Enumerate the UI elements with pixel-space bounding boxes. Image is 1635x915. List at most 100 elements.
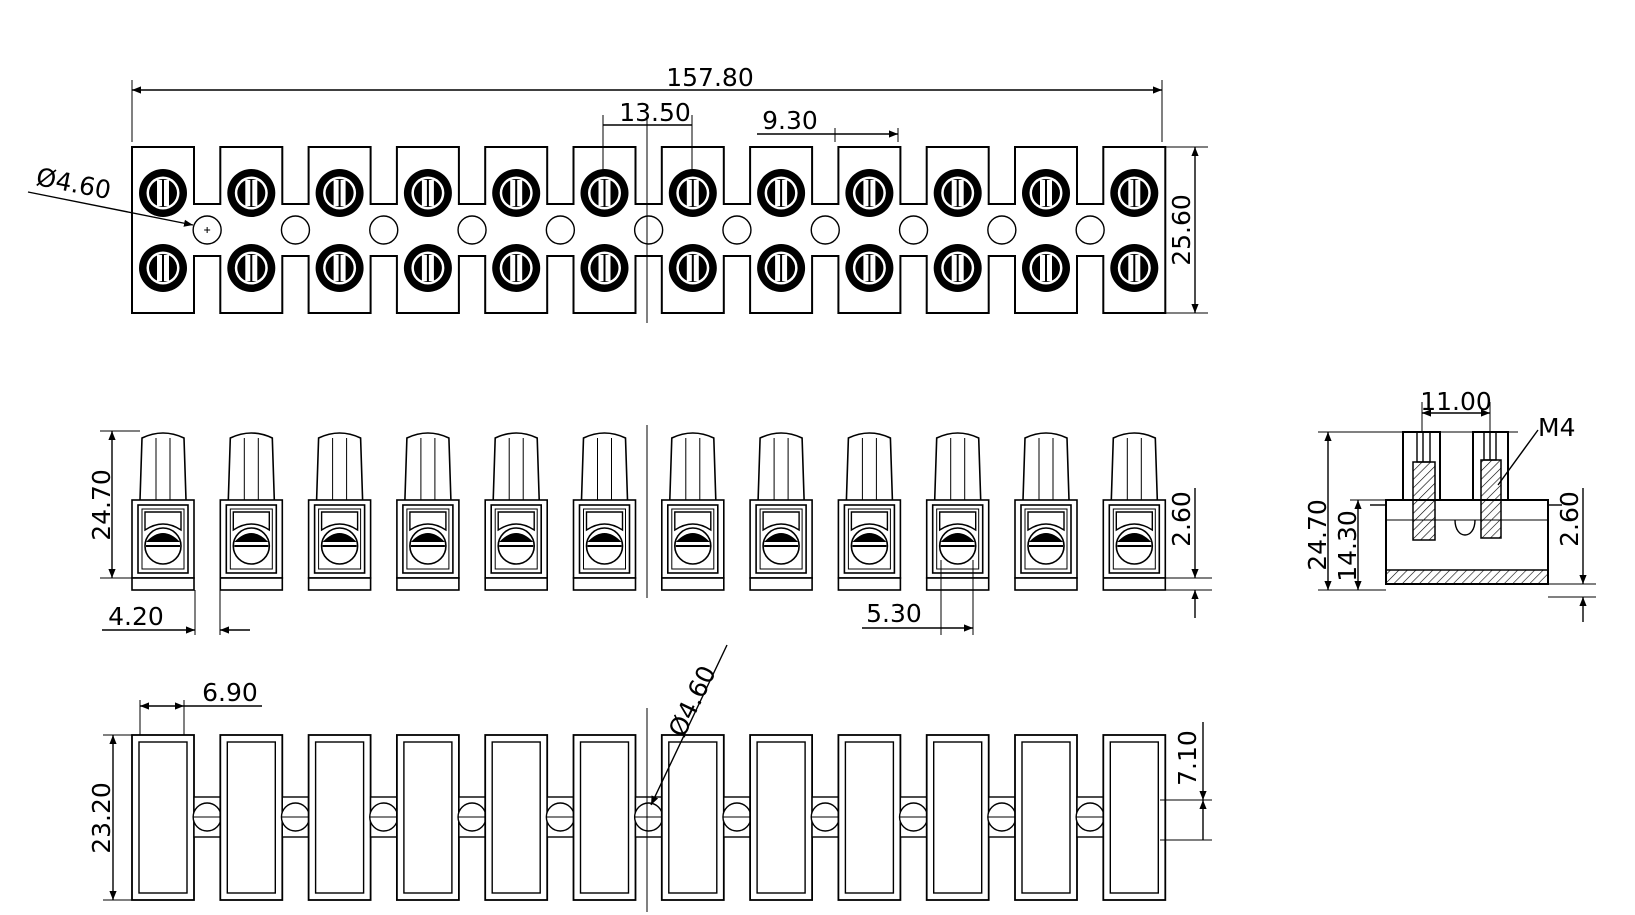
screw-spacing-dimension: 11.00 xyxy=(1420,387,1492,432)
pitch-label: 13.50 xyxy=(619,98,691,127)
wire-screw-upper xyxy=(227,169,276,217)
half-depth-dimension: 7.10 xyxy=(1160,722,1212,841)
mounting-hole xyxy=(810,215,840,245)
wire-screw-lower xyxy=(933,244,982,292)
front-terminal xyxy=(131,432,195,591)
side-body-dimension: 14.30 xyxy=(1333,499,1386,590)
mounting-hole xyxy=(280,215,311,245)
bottom-terminal xyxy=(1014,734,1078,901)
wire-screw-lower xyxy=(668,244,717,292)
bottom-terminal xyxy=(484,734,549,901)
top-view-screws xyxy=(139,169,1159,292)
front-base-label: 2.60 xyxy=(1167,491,1196,547)
front-terminal xyxy=(484,432,549,591)
bottom-terminal xyxy=(307,734,372,901)
housing-width-dimension: 6.90 xyxy=(139,678,262,735)
side-base-label: 2.60 xyxy=(1555,491,1584,547)
front-terminal xyxy=(749,432,813,591)
top-view-mounting-holes xyxy=(192,215,1105,245)
wire-screw-upper xyxy=(1110,169,1159,217)
wire-screw-lower xyxy=(403,244,452,292)
screw-thread-callout: M4 xyxy=(1497,413,1575,486)
bottom-terminal xyxy=(925,734,990,901)
wire-screw-lower xyxy=(1022,244,1070,292)
bottom-bridge-hole xyxy=(1075,796,1105,838)
wire-screw-lower xyxy=(757,244,806,292)
bottom-bridge-hole xyxy=(457,796,487,838)
slot-width-label: 9.30 xyxy=(762,106,818,135)
mounting-hole xyxy=(898,215,929,245)
wire-screw-lower xyxy=(1110,244,1159,292)
side-height-label: 24.70 xyxy=(1303,499,1332,571)
side-height-dimension: 24.70 xyxy=(1303,431,1403,591)
wire-screw-upper xyxy=(845,169,894,217)
insert-width-dimension: 5.30 xyxy=(862,560,974,635)
bottom-terminal xyxy=(131,734,195,901)
wire-screw-lower xyxy=(139,244,187,292)
front-terminal xyxy=(925,432,990,591)
side-base-dimension: 2.60 xyxy=(1548,488,1596,622)
bottom-bridge-hole xyxy=(898,796,929,838)
front-terminal xyxy=(1102,432,1167,591)
front-height-label: 24.70 xyxy=(87,469,116,541)
front-base-dimension: 2.60 xyxy=(1150,488,1212,618)
bottom-terminal xyxy=(1102,734,1167,901)
bottom-bridge-hole xyxy=(722,796,752,838)
housing-width-label: 6.90 xyxy=(202,678,258,707)
slot-width-dimension: 9.30 xyxy=(757,106,899,142)
front-terminal xyxy=(396,432,460,591)
wire-screw-upper xyxy=(933,169,982,217)
front-terminal xyxy=(219,432,284,591)
wire-screw-upper xyxy=(315,169,364,217)
bottom-terminal xyxy=(395,734,460,901)
wire-screw-lower xyxy=(315,244,364,292)
wire-screw-upper xyxy=(668,169,717,217)
front-terminal xyxy=(837,432,902,591)
front-height-dimension: 24.70 xyxy=(87,430,140,579)
bottom-bridge-hole xyxy=(369,796,399,838)
top-view: 157.80 13.50 9.30 Ø4.60 25.60 xyxy=(27,63,1208,323)
mounting-hole xyxy=(722,215,752,245)
end-offset-dimension: 4.20 xyxy=(102,590,250,635)
front-view-terminals xyxy=(131,432,1167,591)
side-view: 11.00 M4 24.70 14.30 2.60 xyxy=(1303,387,1596,622)
half-depth-label: 7.10 xyxy=(1173,730,1202,786)
side-screw-right xyxy=(1480,431,1502,539)
bottom-terminal xyxy=(572,734,637,901)
bottom-view: 6.90 23.20 Ø4.60 7.10 xyxy=(87,644,1212,912)
bottom-terminal xyxy=(219,734,284,901)
bottom-depth-label: 23.20 xyxy=(87,782,116,854)
wire-screw-lower xyxy=(845,244,894,292)
bottom-bridge-hole xyxy=(633,796,664,838)
wire-screw-upper xyxy=(139,169,187,217)
front-view: 24.70 2.60 4.20 5.30 xyxy=(87,425,1212,635)
bottom-bridge-hole xyxy=(810,796,840,838)
front-terminal xyxy=(307,432,372,591)
wire-screw-upper xyxy=(492,169,541,217)
mounting-hole xyxy=(545,215,576,245)
screw-spacing-label: 11.00 xyxy=(1420,387,1492,416)
bottom-bridge-hole xyxy=(192,796,222,838)
top-depth-label: 25.60 xyxy=(1167,194,1196,266)
insert-width-label: 5.30 xyxy=(866,599,922,628)
front-terminal xyxy=(660,432,725,591)
bottom-terminal xyxy=(660,734,725,901)
wire-screw-upper xyxy=(403,169,452,217)
side-body-label: 14.30 xyxy=(1333,510,1362,582)
bottom-bridge-hole xyxy=(280,796,311,838)
top-depth-dimension: 25.60 xyxy=(1162,146,1208,314)
mounting-hole xyxy=(1075,215,1105,245)
front-terminal xyxy=(1014,432,1078,591)
end-offset-label: 4.20 xyxy=(108,602,164,631)
wire-screw-upper xyxy=(580,169,629,217)
bottom-view-terminals xyxy=(131,734,1167,901)
bottom-hole-diameter-label: Ø4.60 xyxy=(663,661,722,741)
mounting-hole xyxy=(369,215,399,245)
bottom-depth-dimension: 23.20 xyxy=(87,734,135,901)
pitch-dimension: 13.50 xyxy=(602,98,693,175)
wire-screw-lower xyxy=(227,244,276,292)
bottom-terminal xyxy=(837,734,902,901)
top-hole-diameter-label: Ø4.60 xyxy=(34,162,113,205)
wire-screw-upper xyxy=(757,169,806,217)
